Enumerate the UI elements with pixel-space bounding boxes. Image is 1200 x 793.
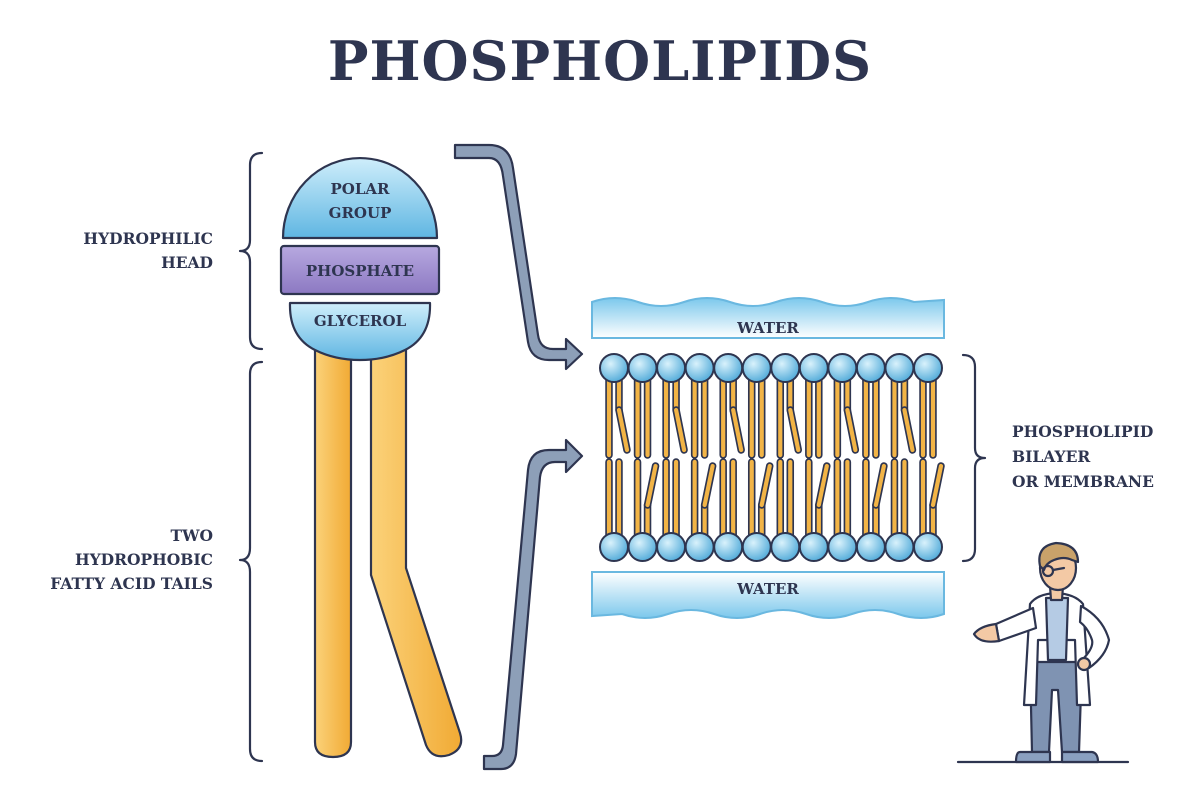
bilayer-tail-fill [645, 463, 658, 508]
page-title: PHOSPHOLIPIDS [328, 29, 872, 93]
svg-text:OR MEMBRANE: OR MEMBRANE [1012, 472, 1154, 491]
svg-text:HYDROPHOBIC: HYDROPHOBIC [75, 550, 213, 569]
svg-text:TWO: TWO [171, 526, 213, 545]
bilayer-head-top [884, 353, 915, 383]
glycerol-label: GLYCEROL [314, 312, 407, 330]
bilayer-tail-fill [845, 407, 858, 453]
hair [1038, 541, 1080, 572]
phospholipid-head: POLAR GROUP PHOSPHATE GLYCEROL [279, 156, 441, 362]
svg-text:HEAD: HEAD [161, 253, 213, 272]
bilayer-tail-fill [788, 407, 801, 453]
bilayer-brace [961, 353, 987, 563]
shoe-left [1014, 750, 1052, 764]
bilayer-tail-fill [873, 463, 887, 508]
bilayer-head-bottom [713, 532, 744, 562]
water-top-label: WATER [736, 319, 799, 337]
bilayer-tail-fill [702, 463, 715, 508]
bilayer-head-bottom [827, 532, 858, 562]
phosphate-shape [279, 244, 441, 296]
shoe-right [1060, 750, 1100, 764]
bilayer-head-top [798, 353, 829, 383]
glycerol-shape [288, 301, 432, 362]
svg-text:BILAYER: BILAYER [1012, 447, 1090, 466]
bilayer-head-bottom [599, 532, 629, 562]
hand-on-hip [1076, 656, 1092, 672]
hydrophilic-head-label: HYDROPHILIC HEAD [83, 229, 213, 272]
svg-text:HYDROPHILIC: HYDROPHILIC [83, 229, 213, 248]
bilayer-tail-fill [759, 463, 772, 508]
bilayer-head-top [627, 353, 658, 383]
phospholipid-bilayer [599, 353, 945, 562]
bilayer-head-bottom [741, 532, 772, 562]
bilayer-tail-fill [902, 407, 915, 453]
bilayer-head-top [855, 353, 886, 383]
hydrophobic-brace [238, 360, 264, 763]
bilayer-head-bottom [684, 532, 715, 562]
arrow-to-top-layer [453, 143, 584, 371]
bilayer-head-top [827, 353, 858, 383]
bilayer-head-bottom [913, 532, 943, 562]
polar-group-label-2: GROUP [329, 204, 392, 222]
svg-text:PHOSPHOLIPID: PHOSPHOLIPID [1012, 422, 1153, 441]
svg-text:FATTY ACID TAILS: FATTY ACID TAILS [50, 574, 213, 593]
bilayer-head-bottom [656, 532, 687, 562]
bilayer-tail-fill [731, 407, 744, 453]
bilayer-tail-fill [673, 407, 687, 453]
scientist-figure [956, 541, 1130, 764]
shirt [1044, 596, 1070, 662]
bilayer-head-top [684, 353, 715, 383]
hand-extended [972, 622, 1001, 643]
bilayer-head-top [656, 353, 687, 383]
bilayer-head-top [713, 353, 744, 383]
bilayer-head-bottom [770, 532, 801, 562]
bilayer-head-top [741, 353, 772, 383]
bilayer-head-top [770, 353, 801, 383]
polar-group-shape [281, 156, 439, 240]
bilayer-head-top [913, 353, 943, 383]
bilayer-head-bottom [798, 532, 829, 562]
bilayer-tail-fill [816, 463, 829, 508]
bilayer-head-bottom [884, 532, 915, 562]
bilayer-head-top [599, 353, 629, 383]
tail-left [313, 346, 353, 759]
polar-group-label: POLAR [331, 180, 391, 198]
bilayer-tail-fill [930, 463, 944, 508]
bilayer-head-bottom [855, 532, 886, 562]
bilayer-head-bottom [627, 532, 658, 562]
bilayer-tail-fill [616, 407, 630, 453]
water-top: WATER [591, 297, 945, 339]
hydrophilic-brace [238, 151, 264, 351]
tail-right [369, 346, 463, 758]
fatty-acid-tails [313, 346, 463, 759]
bilayer-label: PHOSPHOLIPID BILAYER OR MEMBRANE [1012, 422, 1154, 491]
water-bottom-label: WATER [736, 580, 799, 598]
arrow-to-bottom-layer [482, 438, 584, 771]
water-bottom: WATER [591, 571, 945, 619]
phosphate-label: PHOSPHATE [306, 262, 414, 280]
lab-coat [1022, 591, 1092, 707]
hydrophobic-tails-label: TWO HYDROPHOBIC FATTY ACID TAILS [50, 526, 213, 593]
